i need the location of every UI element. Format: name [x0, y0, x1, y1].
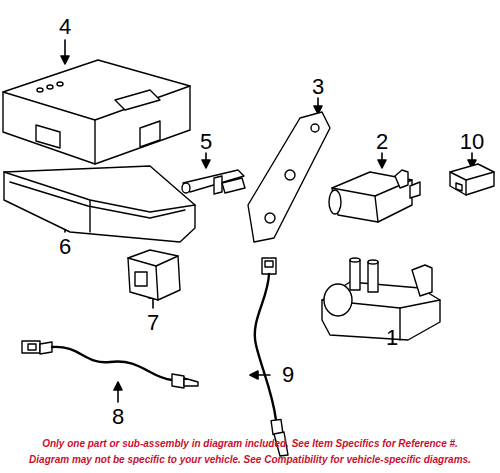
callout-number: 1 — [386, 327, 398, 349]
callout-number: 5 — [200, 131, 212, 153]
callout-number: 3 — [312, 76, 324, 98]
footer-note: Only one part or sub-assembly in diagram… — [42, 438, 458, 450]
oxygen-sensor — [255, 258, 288, 456]
vacuum-tube — [182, 170, 245, 194]
oxygen-sensor — [22, 341, 198, 388]
control-module — [3, 60, 190, 164]
solenoid-valve — [329, 170, 420, 222]
callout-number: 4 — [59, 16, 71, 38]
sensor-block — [128, 250, 180, 300]
footer-note: Diagram may not be specific to your vehi… — [29, 454, 471, 466]
callout-number: 10 — [460, 131, 484, 153]
callout-number: 9 — [282, 364, 294, 386]
callout-number: 6 — [59, 236, 71, 258]
callout-number: 7 — [147, 312, 159, 334]
connector — [450, 164, 494, 195]
callout-number: 8 — [112, 406, 124, 428]
module-tray — [4, 166, 195, 242]
purge-valve — [322, 258, 440, 340]
callout-number: 2 — [376, 131, 388, 153]
mounting-bracket — [248, 112, 330, 242]
